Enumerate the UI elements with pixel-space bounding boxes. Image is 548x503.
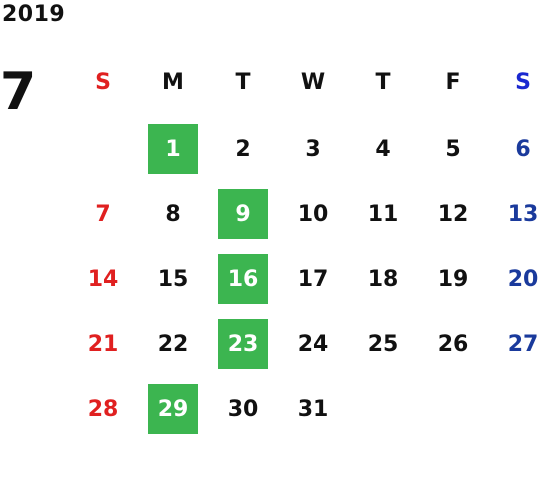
day-number: 5: [445, 136, 461, 162]
day-cell[interactable]: 20: [488, 254, 548, 304]
day-highlight: [218, 319, 268, 369]
day-cell[interactable]: 1: [138, 124, 208, 174]
day-cell[interactable]: 17: [278, 254, 348, 304]
day-cell[interactable]: 16: [208, 254, 278, 304]
day-number: 16: [227, 266, 259, 292]
day-number: 21: [87, 331, 119, 357]
day-number: 29: [157, 396, 189, 422]
day-highlight: [148, 124, 198, 174]
day-cell[interactable]: 15: [138, 254, 208, 304]
day-number: 12: [437, 201, 469, 227]
day-cell[interactable]: 5: [418, 124, 488, 174]
day-highlight: [218, 189, 268, 239]
weekday-header-monday: M: [162, 69, 184, 95]
day-number: 15: [157, 266, 189, 292]
day-cell[interactable]: 23: [208, 319, 278, 369]
day-number: 13: [507, 201, 539, 227]
day-cell[interactable]: 14: [68, 254, 138, 304]
day-highlight: [148, 384, 198, 434]
day-number: 22: [157, 331, 189, 357]
day-number: 17: [297, 266, 329, 292]
day-cell[interactable]: 9: [208, 189, 278, 239]
day-cell[interactable]: 10: [278, 189, 348, 239]
day-cell[interactable]: 19: [418, 254, 488, 304]
month-label: 7: [0, 62, 37, 122]
day-cell[interactable]: 2: [208, 124, 278, 174]
weekday-header-sunday: S: [95, 69, 111, 95]
day-cell[interactable]: 26: [418, 319, 488, 369]
day-highlight: [218, 254, 268, 304]
day-cell[interactable]: 3: [278, 124, 348, 174]
day-cell[interactable]: 31: [278, 384, 348, 434]
day-number: 6: [515, 136, 531, 162]
weekday-header-wednesday: W: [300, 69, 326, 95]
day-cell[interactable]: 24: [278, 319, 348, 369]
day-number: 14: [87, 266, 119, 292]
day-number: 3: [305, 136, 321, 162]
day-cell[interactable]: 11: [348, 189, 418, 239]
day-cell[interactable]: 8: [138, 189, 208, 239]
day-cell[interactable]: 28: [68, 384, 138, 434]
day-number: 20: [507, 266, 539, 292]
day-number: 25: [367, 331, 399, 357]
day-number: 2: [235, 136, 251, 162]
day-number: 7: [95, 201, 111, 227]
year-label: 2019: [2, 2, 66, 27]
day-cell[interactable]: 18: [348, 254, 418, 304]
weekday-header-saturday: S: [515, 69, 531, 95]
weekday-header-friday: F: [445, 69, 461, 95]
day-number: 19: [437, 266, 469, 292]
day-number: 18: [367, 266, 399, 292]
day-number: 30: [227, 396, 259, 422]
day-number: 26: [437, 331, 469, 357]
day-number: 28: [87, 396, 119, 422]
day-cell[interactable]: 30: [208, 384, 278, 434]
weekday-header-tuesday: T: [235, 69, 251, 95]
day-number: 24: [297, 331, 329, 357]
day-number: 23: [227, 331, 259, 357]
day-cell[interactable]: 22: [138, 319, 208, 369]
day-number: 4: [375, 136, 391, 162]
day-number: 9: [235, 201, 251, 227]
day-number: 1: [165, 136, 181, 162]
day-cell[interactable]: 7: [68, 189, 138, 239]
day-cell[interactable]: 12: [418, 189, 488, 239]
day-number: 10: [297, 201, 329, 227]
day-cell[interactable]: 4: [348, 124, 418, 174]
day-number: 8: [165, 201, 181, 227]
day-cell[interactable]: 29: [138, 384, 208, 434]
day-cell[interactable]: 21: [68, 319, 138, 369]
day-cell[interactable]: 6: [488, 124, 548, 174]
weekday-header-thursday: T: [375, 69, 391, 95]
day-number: 31: [297, 396, 329, 422]
day-cell[interactable]: 27: [488, 319, 548, 369]
day-cell[interactable]: 25: [348, 319, 418, 369]
day-number: 11: [367, 201, 399, 227]
day-cell[interactable]: 13: [488, 189, 548, 239]
day-number: 27: [507, 331, 539, 357]
